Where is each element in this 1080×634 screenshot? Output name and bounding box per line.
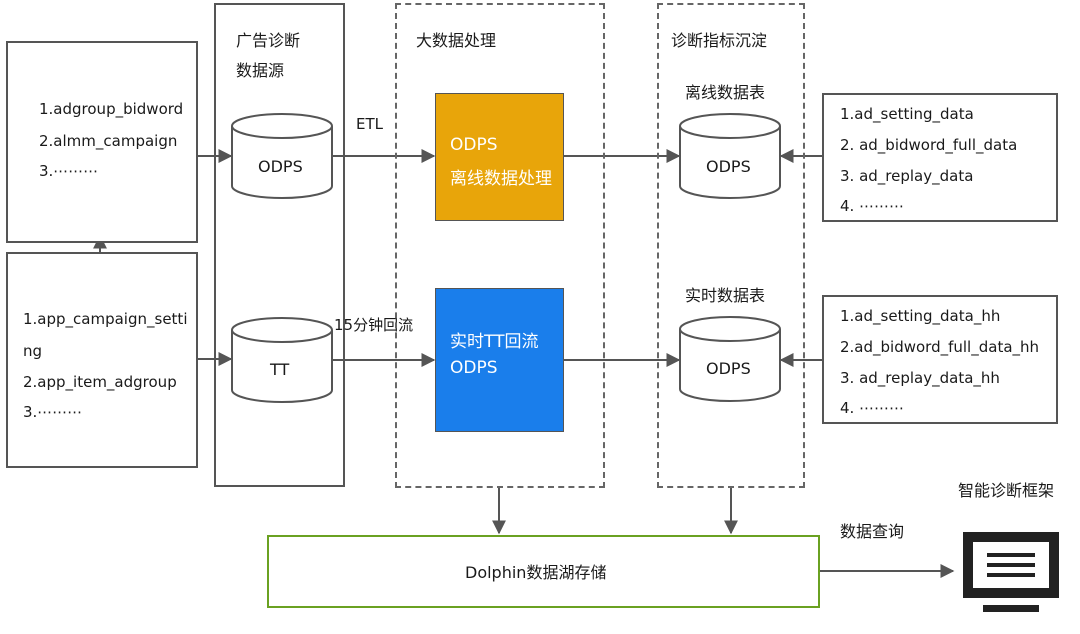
offline-table-item: 4. ⋯⋯⋯ [840,197,905,215]
realtime-table-item: 2.ad_bidword_full_data_hh [840,338,1040,356]
source-table-item: 3.⋯⋯⋯ [23,403,83,421]
metrics-panel [657,3,805,488]
offline-table-item: 2. ad_bidword_full_data [840,136,1018,154]
datasource-title: 广告诊断 [236,31,301,50]
datasource-odps-label: ODPS [258,157,303,176]
realtime-table-item: 4. ⋯⋯⋯ [840,399,905,417]
source-tables-top: 1.adgroup_bidword 2.almm_campaign 3.⋯⋯⋯ [6,41,198,243]
source-table-item: 2.almm_campaign [39,132,178,150]
etl-label: ETL [356,115,383,133]
datasource-panel [214,3,345,487]
metrics-realtime-odps-cylinder [679,316,781,402]
metrics-realtime-db: ODPS [706,359,751,378]
realtime-flow-label: 15分钟回流 [334,316,414,334]
realtime-processing-line-1: 实时TT回流 [450,332,539,352]
realtime-table-item: 1.ad_setting_data_hh [840,307,1001,325]
offline-table-item: 1.ad_setting_data [840,105,974,123]
source-table-item: 1.adgroup_bidword [39,100,184,118]
source-table-item: 3.⋯⋯⋯ [39,162,99,180]
metrics-offline-label: 离线数据表 [685,83,766,102]
source-table-item: 1.app_campaign_setti [23,310,188,328]
realtime-tables-list: 1.ad_setting_data_hh 2.ad_bidword_full_d… [822,295,1058,424]
metrics-offline-db: ODPS [706,157,751,176]
source-tables-bottom: 1.app_campaign_setti ng 2.app_item_adgro… [6,252,198,468]
datasource-tt-cylinder [231,317,333,403]
offline-processing-line-2: 离线数据处理 [450,169,552,189]
source-table-item: 2.app_item_adgroup [23,373,177,391]
framework-title: 智能诊断框架 [958,481,1055,500]
metrics-realtime-label: 实时数据表 [685,286,766,305]
query-label: 数据查询 [840,522,905,541]
dolphin-storage-box [267,535,820,608]
offline-processing-block: ODPS 离线数据处理 [435,93,564,221]
datasource-odps-cylinder [231,113,333,199]
realtime-processing-line-2: ODPS [450,358,498,378]
dolphin-storage-label: Dolphin数据湖存储 [465,563,607,582]
realtime-table-item: 3. ad_replay_data_hh [840,369,1000,387]
metrics-title: 诊断指标沉淀 [671,31,768,50]
offline-processing-line-1: ODPS [450,135,498,155]
datasource-tt-label: TT [270,360,290,379]
offline-tables-list: 1.ad_setting_data 2. ad_bidword_full_dat… [822,93,1058,222]
realtime-processing-block: 实时TT回流 ODPS [435,288,564,432]
metrics-offline-odps-cylinder [679,113,781,199]
datasource-subtitle: 数据源 [236,61,285,80]
processing-panel [395,3,605,488]
source-table-item: ng [23,342,43,360]
processing-title: 大数据处理 [416,31,497,50]
offline-table-item: 3. ad_replay_data [840,167,974,185]
